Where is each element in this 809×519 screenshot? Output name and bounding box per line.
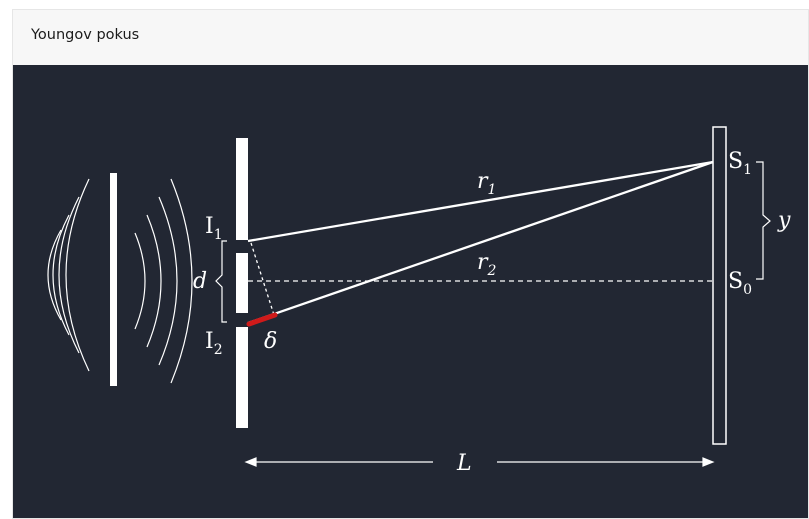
- diagram-stage: I1 I2 d δ r1 r2 S1 S0 y L: [13, 65, 808, 518]
- y-bracket: [756, 161, 771, 280]
- label-I2: I2: [205, 329, 223, 358]
- label-y: y: [777, 208, 791, 233]
- d-bracket: [215, 240, 227, 323]
- panel-title: Youngov pokus: [31, 27, 140, 43]
- label-d: d: [193, 269, 207, 294]
- diagram-card: Youngov pokus: [12, 9, 809, 519]
- incoming-wavefronts: [47, 178, 90, 372]
- perpendicular-dashed: [250, 242, 275, 316]
- label-r1: r1: [477, 169, 496, 198]
- label-S1: S1: [728, 149, 752, 178]
- single-slit-upper: [110, 173, 117, 300]
- diffracted-wavefronts: [134, 178, 193, 384]
- double-slit-bottom: [236, 327, 248, 428]
- label-delta: δ: [264, 329, 277, 354]
- label-L: L: [456, 451, 472, 476]
- L-dimension: [244, 457, 715, 467]
- label-S0: S0: [728, 269, 752, 298]
- detection-screen: [712, 126, 727, 445]
- path-difference-segment: [246, 312, 278, 327]
- double-slit-middle: [236, 253, 248, 313]
- double-slit-top: [236, 138, 248, 240]
- label-r2: r2: [477, 250, 497, 279]
- single-slit-lower: [110, 291, 117, 386]
- ray-r2: [247, 160, 714, 325]
- ray-r1: [247, 160, 714, 243]
- label-I1: I1: [205, 214, 223, 243]
- young-experiment-diagram: I1 I2 d δ r1 r2 S1 S0 y L: [47, 126, 791, 476]
